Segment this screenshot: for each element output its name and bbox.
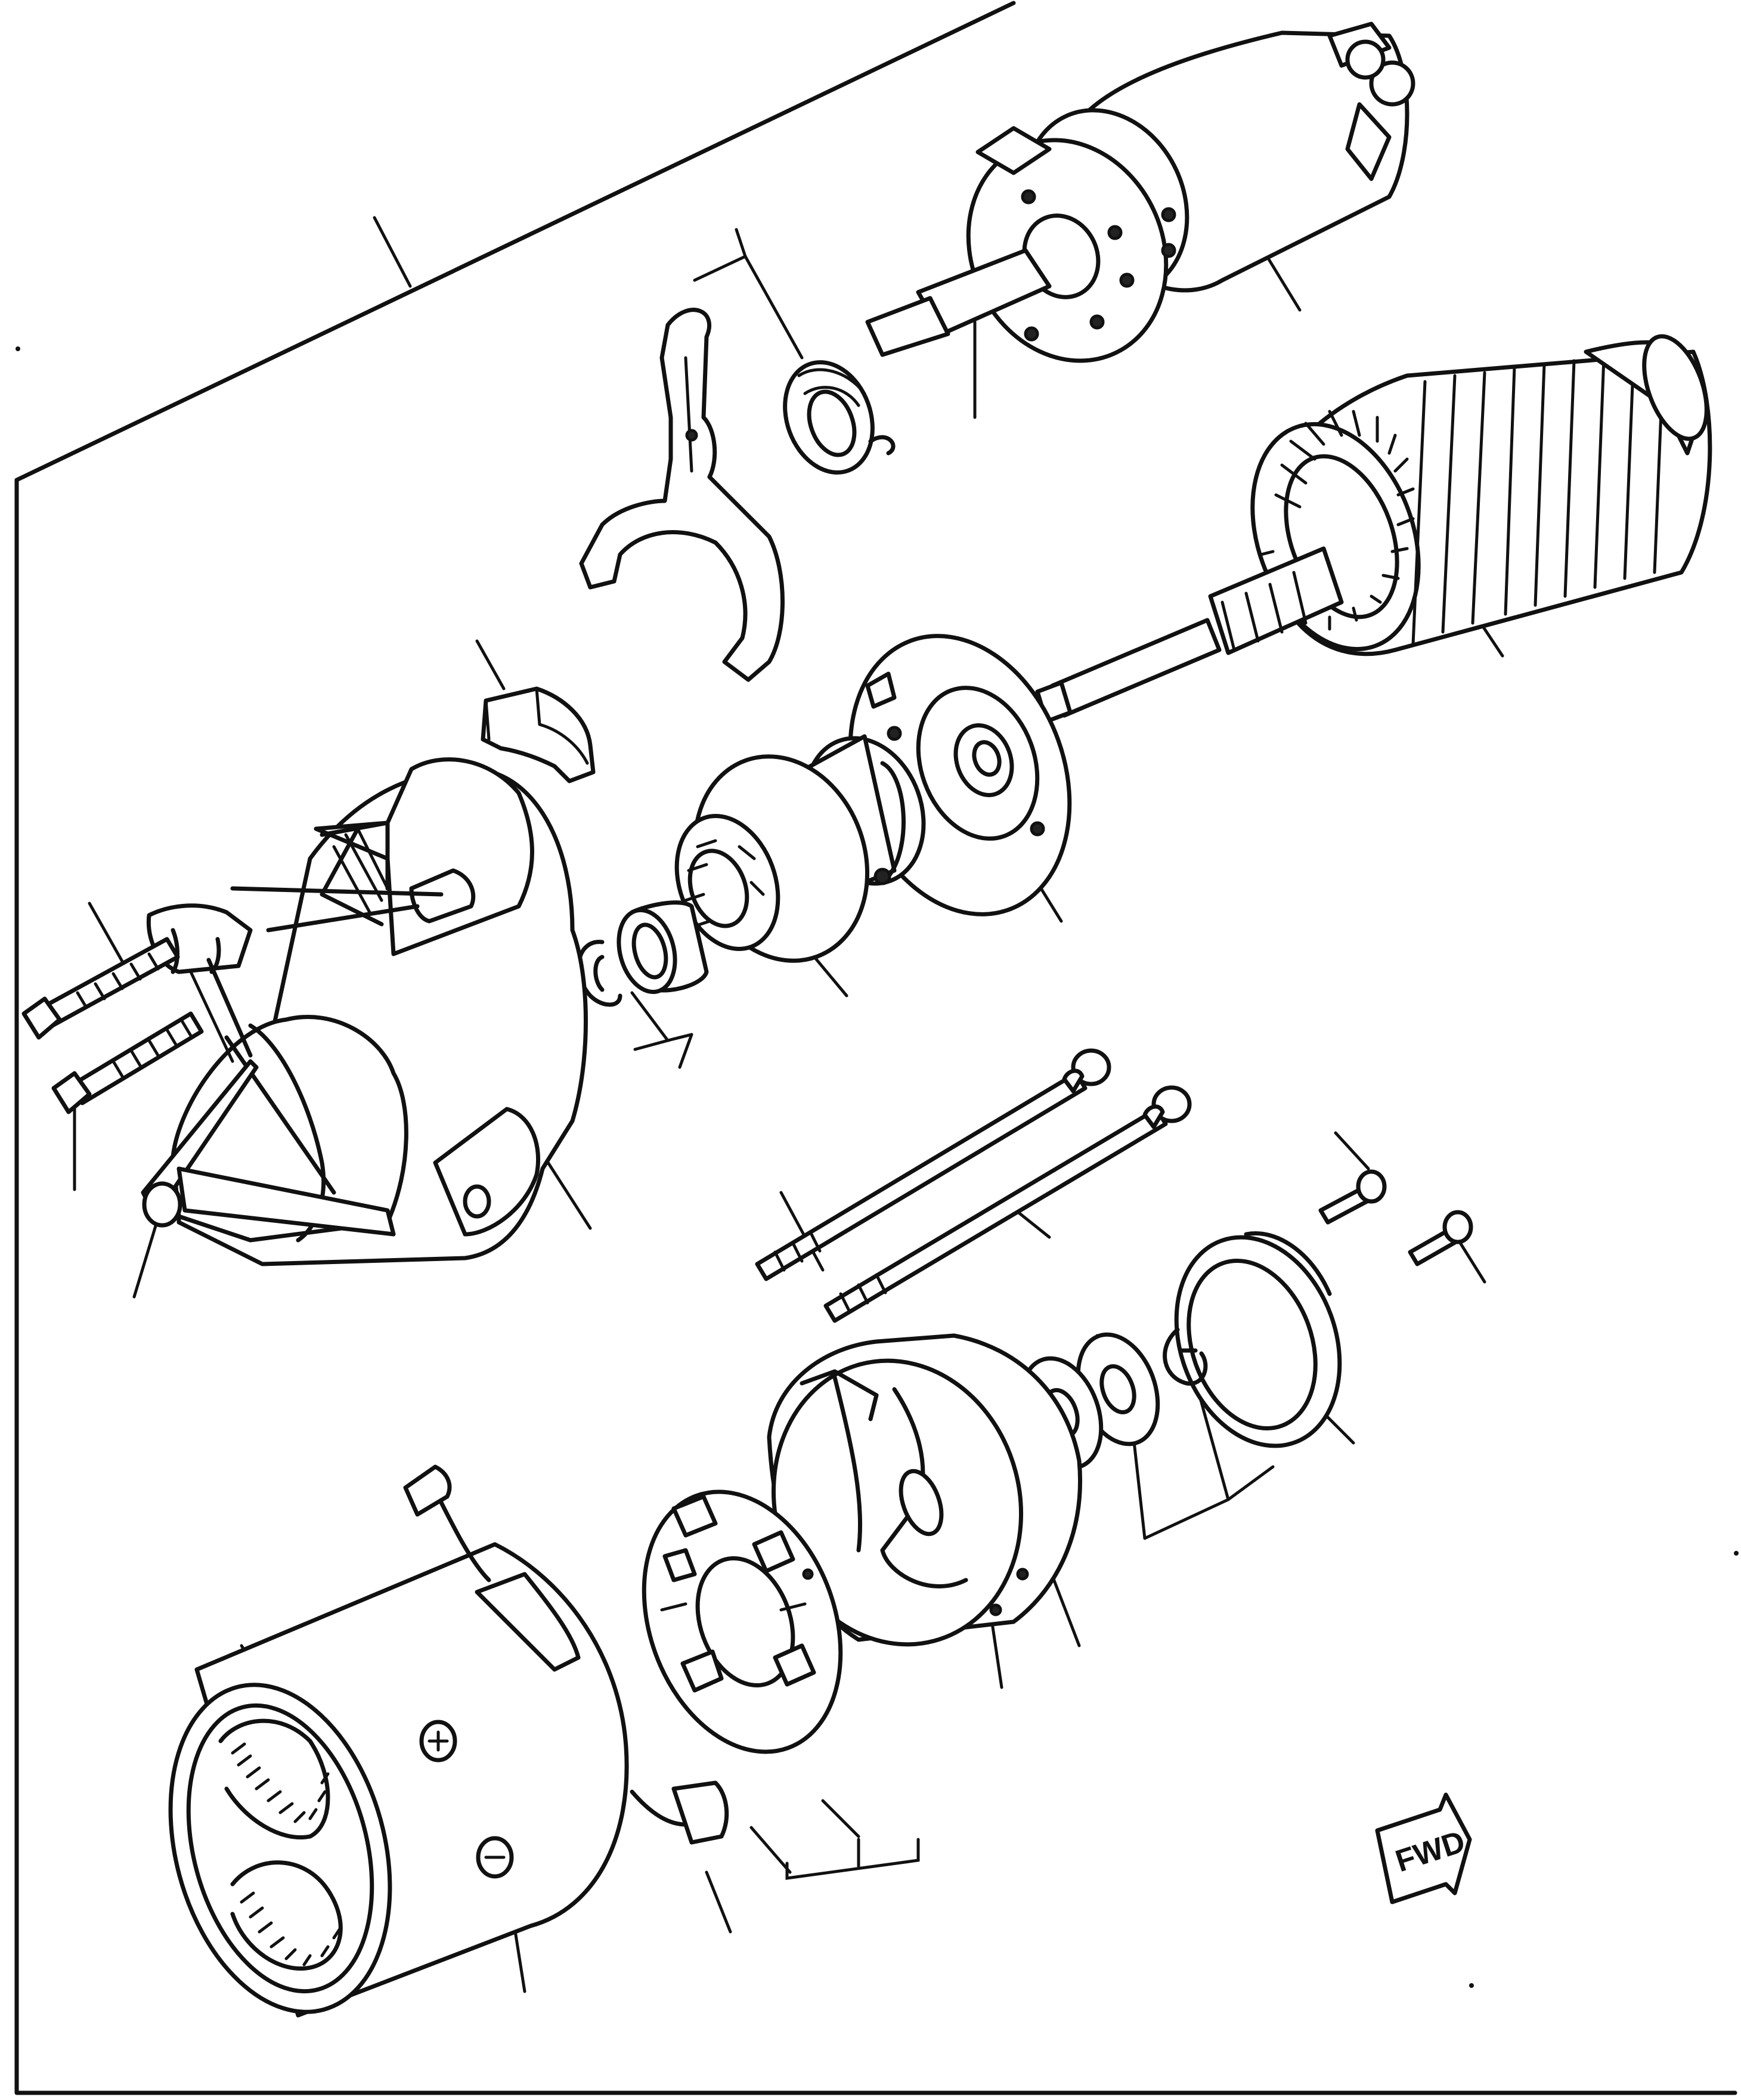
- through-bolt-right: [823, 1085, 1192, 1323]
- end-cap-screw-lower: [1408, 1210, 1473, 1266]
- end-cap-seal: [1174, 1231, 1342, 1448]
- e-clip: [1163, 1327, 1208, 1386]
- scan-specks: [16, 346, 1739, 1988]
- housing-bolt-upper: [21, 937, 180, 1040]
- solenoid: [865, 21, 1415, 363]
- thrust-collar: [617, 900, 709, 995]
- fwd-arrow-icon: FWD: [1375, 1792, 1472, 1904]
- diagram-frame: [14, 1, 1737, 2095]
- brush-holder: [642, 1489, 843, 1754]
- fork-lever: [579, 308, 785, 682]
- through-bolt-left: [755, 1048, 1111, 1281]
- end-cap-screw-upper: [1318, 1169, 1387, 1225]
- armature: [1035, 334, 1712, 724]
- housing-bolt-lower: [51, 1011, 204, 1114]
- pinion-drive: [674, 734, 926, 963]
- drive-end-housing: [141, 757, 588, 1266]
- yoke-field-housing: [168, 1464, 729, 2018]
- return-spring: [783, 360, 896, 475]
- commutator-end-housing: [767, 1333, 1082, 1647]
- pivot-block: [481, 686, 596, 783]
